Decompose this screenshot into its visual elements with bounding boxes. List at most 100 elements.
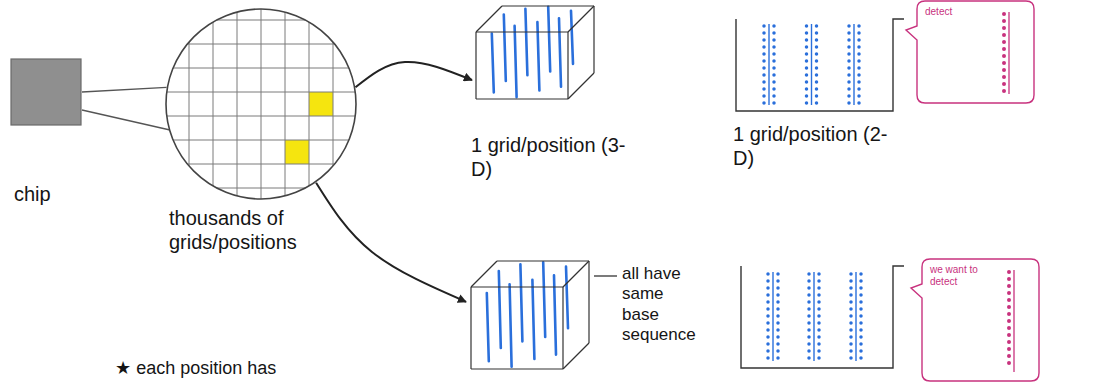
base-dots bbox=[772, 26, 776, 104]
grid-line bbox=[165, 68, 357, 69]
node-label: we want to detect bbox=[930, 264, 1000, 288]
grid-circle: thousands of grids/positions bbox=[165, 8, 357, 200]
box-outline bbox=[471, 286, 563, 287]
dna-strand bbox=[515, 26, 517, 97]
target-strand bbox=[1008, 12, 1009, 94]
grid-line bbox=[333, 8, 334, 200]
dna-strand bbox=[532, 280, 534, 359]
grid-line bbox=[189, 8, 190, 200]
chip-shape bbox=[10, 58, 82, 126]
zoom-line bbox=[82, 110, 170, 130]
base-dots bbox=[805, 26, 809, 104]
dna-strand bbox=[559, 18, 561, 86]
grid-line bbox=[213, 8, 214, 200]
base-dots bbox=[766, 274, 770, 360]
dna-strand bbox=[548, 7, 550, 72]
callout-shape bbox=[910, 258, 1040, 382]
base-dots bbox=[817, 274, 821, 360]
base-dots bbox=[859, 274, 863, 360]
position-highlight bbox=[285, 140, 309, 164]
dna-strand bbox=[853, 24, 854, 105]
tray-outline bbox=[741, 266, 904, 368]
dna-strand bbox=[504, 15, 506, 82]
box-outline bbox=[593, 6, 594, 73]
grid-line bbox=[165, 20, 357, 21]
box-outline bbox=[563, 261, 589, 287]
callout-outline bbox=[911, 259, 1039, 381]
callout-outline bbox=[906, 1, 1034, 103]
grid-line bbox=[165, 116, 357, 117]
callout-bubble: detect bbox=[905, 0, 1035, 104]
dna-strand bbox=[813, 272, 814, 361]
dna-strand bbox=[499, 271, 501, 348]
node-label: all have same base sequence bbox=[622, 264, 702, 346]
dna-strand bbox=[520, 264, 522, 341]
grid-line bbox=[237, 8, 238, 200]
node-label: chip bbox=[14, 182, 94, 206]
dna-strand bbox=[768, 24, 769, 105]
circle-outline bbox=[166, 9, 356, 199]
dna-strand bbox=[525, 9, 527, 76]
node-label: detect bbox=[925, 6, 995, 18]
grid bbox=[165, 8, 357, 200]
circle-shape bbox=[165, 8, 357, 200]
node-label: 1 grid/position (2-D) bbox=[733, 122, 898, 170]
node-label: 1 grid/position (3-D) bbox=[471, 133, 636, 181]
grid-line bbox=[165, 44, 357, 45]
note-text: ★ each position has bbox=[115, 358, 276, 380]
dna-strand bbox=[811, 24, 812, 105]
target-strand bbox=[1013, 270, 1014, 372]
dna-strand bbox=[855, 272, 856, 361]
curved-arrow bbox=[355, 62, 472, 87]
callout-bubble: we want to detect bbox=[910, 258, 1040, 382]
dna-strand bbox=[571, 11, 573, 64]
box-outline bbox=[568, 6, 594, 32]
box-outline bbox=[497, 260, 589, 261]
box-outline bbox=[567, 32, 568, 99]
base-dots bbox=[762, 26, 766, 104]
dna-strand bbox=[772, 272, 773, 361]
dna-strand bbox=[510, 284, 512, 367]
box-outline bbox=[563, 343, 589, 369]
chip-square: chip bbox=[10, 58, 82, 126]
box3d-shape bbox=[470, 260, 590, 370]
base-dots bbox=[849, 274, 853, 360]
target-bases bbox=[1007, 272, 1011, 370]
zoom-line bbox=[82, 87, 167, 92]
box-outline bbox=[471, 261, 497, 287]
box-outline bbox=[568, 73, 594, 99]
base-dots bbox=[776, 274, 780, 360]
dna-strand bbox=[543, 262, 545, 337]
box3d-shape bbox=[475, 5, 595, 100]
callout-shape bbox=[905, 0, 1035, 104]
grid-line bbox=[165, 164, 357, 165]
box-outline bbox=[588, 261, 589, 343]
dna-strand bbox=[566, 267, 568, 329]
grid-3d-box: all have same base sequence bbox=[470, 260, 590, 370]
base-dots bbox=[857, 26, 861, 104]
position-highlight bbox=[309, 92, 333, 116]
tray-outline bbox=[736, 19, 904, 111]
chip-body bbox=[11, 59, 81, 125]
note-holder: ★ each position has bbox=[0, 0, 161, 22]
grid-line bbox=[261, 8, 262, 200]
box-outline bbox=[470, 287, 471, 369]
base-dots bbox=[847, 26, 851, 104]
base-dots bbox=[815, 26, 819, 104]
grid-line bbox=[165, 140, 357, 141]
box-outline bbox=[502, 5, 594, 6]
grid-3d-box: 1 grid/position (3-D) bbox=[475, 5, 595, 100]
dna-strand bbox=[487, 293, 489, 361]
grid-2d-tray: 1 grid/position (2-D) bbox=[735, 18, 905, 113]
box-outline bbox=[562, 287, 563, 369]
grid-line bbox=[165, 92, 357, 93]
tray-shape bbox=[735, 18, 905, 113]
box-outline bbox=[476, 98, 568, 99]
target-bases bbox=[1002, 14, 1006, 92]
box-outline bbox=[476, 6, 502, 32]
grid-ground bbox=[166, 9, 356, 199]
base-dots bbox=[807, 274, 811, 360]
grid-line bbox=[309, 8, 310, 200]
curved-arrow bbox=[316, 183, 466, 302]
